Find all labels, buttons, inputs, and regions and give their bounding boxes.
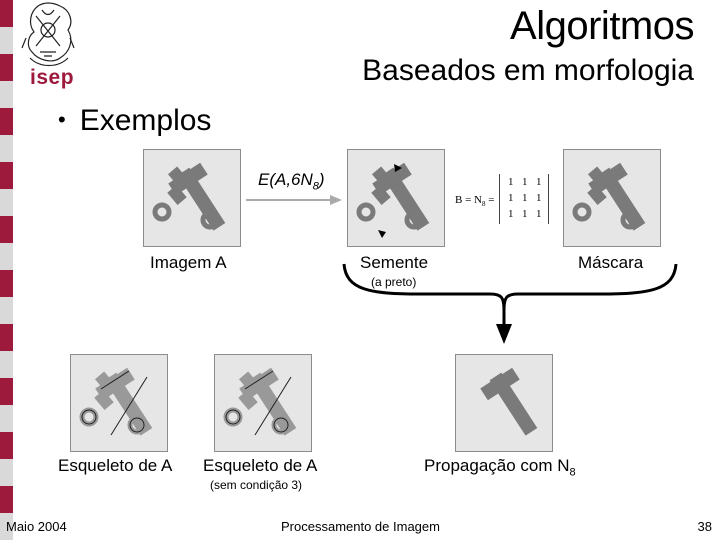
footer-course: Processamento de Imagem: [281, 519, 440, 534]
isep-logo-text: isep: [30, 66, 75, 89]
stripe-segment: [0, 135, 13, 162]
slide-subtitle: Baseados em morfologia: [362, 54, 694, 87]
operation-main: E(A,6N: [258, 170, 313, 189]
propagacao-label: Propagação com N8: [424, 456, 576, 478]
stripe-segment: [0, 378, 13, 405]
stripe-segment: [0, 297, 13, 324]
stripe-segment: [0, 432, 13, 459]
combine-arrow: [330, 260, 690, 355]
stripe-segment: [0, 486, 13, 513]
mascara-label: Máscara: [578, 253, 644, 272]
bullet-dot: •: [58, 107, 66, 132]
imagem-a-label: Imagem A: [150, 253, 227, 272]
stripe-segment: [0, 513, 13, 540]
stripe-segment: [0, 0, 13, 27]
matrix-cell: 1: [536, 208, 542, 220]
footer-page-number: 38: [697, 519, 712, 534]
matrix-cell: 1: [522, 208, 528, 220]
stripe-segment: [0, 351, 13, 378]
bullet-item: • Exemplos: [58, 104, 211, 138]
footer-date: Maio 2004: [6, 519, 67, 534]
stripe-segment: [0, 189, 13, 216]
semente-note: (a preto): [371, 275, 417, 289]
stripe-segment: [0, 81, 13, 108]
matrix-cell: 1: [522, 176, 528, 188]
propagacao-sub: 8: [569, 466, 576, 479]
stripe-segment: [0, 54, 13, 81]
operation-close: ): [318, 170, 325, 189]
matrix-cell: 1: [536, 176, 542, 188]
propagation-tile: [455, 354, 553, 452]
decorative-stripe: [0, 0, 13, 540]
matrix-label-sub: 8: [481, 200, 486, 209]
operation-sub: 8: [312, 180, 319, 193]
stripe-segment: [0, 270, 13, 297]
stripe-segment: [0, 108, 13, 135]
semente-label: Semente: [360, 253, 429, 272]
skeleton-a-no-condition3-tile: [214, 354, 312, 452]
isep-crest-logo: [16, 2, 80, 72]
skeleton-a-tile: [70, 354, 168, 452]
stripe-segment: [0, 162, 13, 189]
erosion-operation-label: E(A,6N8): [258, 170, 325, 192]
propagacao-text: Propagação com N: [424, 456, 570, 475]
matrix-cell: 1: [508, 176, 514, 188]
matrix-cell: 1: [522, 192, 528, 204]
stripe-segment: [0, 216, 13, 243]
matrix-label: B = N: [455, 194, 482, 206]
mask-tile: [563, 149, 661, 247]
stripe-segment: [0, 324, 13, 351]
matrix-label-eq: =: [485, 194, 495, 206]
esqueleto-a-label: Esqueleto de A: [58, 456, 173, 475]
image-a-tile: [143, 149, 241, 247]
matrix-cell: 1: [508, 208, 514, 220]
stripe-segment: [0, 27, 13, 54]
slide-title: Algoritmos: [510, 4, 694, 48]
stripe-segment: [0, 459, 13, 486]
seed-tile: [347, 149, 445, 247]
stripe-segment: [0, 243, 13, 270]
matrix-cell: 1: [508, 192, 514, 204]
bullet-text: Exemplos: [79, 104, 212, 137]
esqueleto-a-no-condition3-note: (sem condição 3): [210, 478, 303, 492]
stripe-segment: [0, 405, 13, 432]
matrix-cell: 1: [536, 192, 542, 204]
erosion-arrow: [246, 193, 342, 211]
esqueleto-a-no-condition3-label: Esqueleto de A: [203, 456, 318, 475]
